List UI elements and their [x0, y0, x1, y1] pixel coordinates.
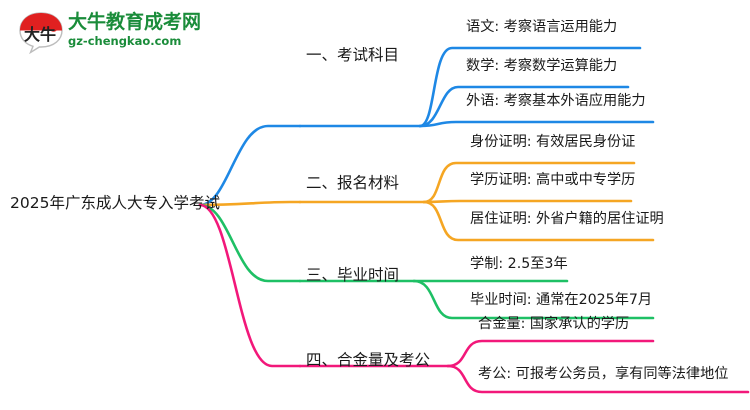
branch-label-1[interactable]: 一、考试科目 — [306, 46, 400, 64]
branch-4-trunk — [198, 203, 302, 368]
branch-label-4[interactable]: 四、合金量及考公 — [306, 351, 431, 369]
branch-label-2[interactable]: 二、报名材料 — [306, 174, 400, 192]
logo-title: 大牛教育成考网 — [68, 11, 202, 33]
mindmap-root-label[interactable]: 2025年广东成人大专入学考试 — [10, 194, 220, 212]
leaf-label-1-3[interactable]: 外语: 考察基本外语应用能力 — [466, 93, 646, 109]
branch-3-trunk — [198, 203, 302, 283]
branch-1-child-3-link — [418, 120, 655, 128]
logo-subtitle: gz-chengkao.com — [68, 34, 182, 48]
site-logo[interactable]: 大牛 大牛教育成考网 gz-chengkao.com — [18, 8, 228, 60]
da-niu-speech-bubble-logo: 大牛 — [18, 10, 64, 55]
leaf-label-1-1[interactable]: 语文: 考察语言运用能力 — [466, 19, 618, 35]
leaf-label-3-2[interactable]: 毕业时间: 通常在2025年7月 — [470, 292, 653, 308]
leaf-label-2-1[interactable]: 身份证明: 有效居民身份证 — [470, 134, 636, 150]
leaf-label-4-1[interactable]: 合金量: 国家承认的学历 — [478, 316, 630, 332]
leaf-label-2-3[interactable]: 居住证明: 外省户籍的居住证明 — [470, 211, 664, 227]
leaf-label-4-2[interactable]: 考公: 可报考公务员，享有同等法律地位 — [478, 366, 729, 382]
leaf-label-2-2[interactable]: 学历证明: 高中或中专学历 — [470, 172, 636, 188]
logo-mark-text: 大牛 — [24, 25, 56, 44]
logo-text-block: 大牛教育成考网 gz-chengkao.com — [68, 11, 228, 49]
branch-2-child-2-link — [422, 199, 633, 204]
leaf-label-1-2[interactable]: 数学: 考察数学运算能力 — [466, 58, 618, 74]
leaf-label-3-1[interactable]: 学制: 2.5至3年 — [470, 256, 568, 272]
branch-label-3[interactable]: 三、毕业时间 — [306, 266, 400, 284]
branch-4-child-1-link — [446, 339, 655, 368]
